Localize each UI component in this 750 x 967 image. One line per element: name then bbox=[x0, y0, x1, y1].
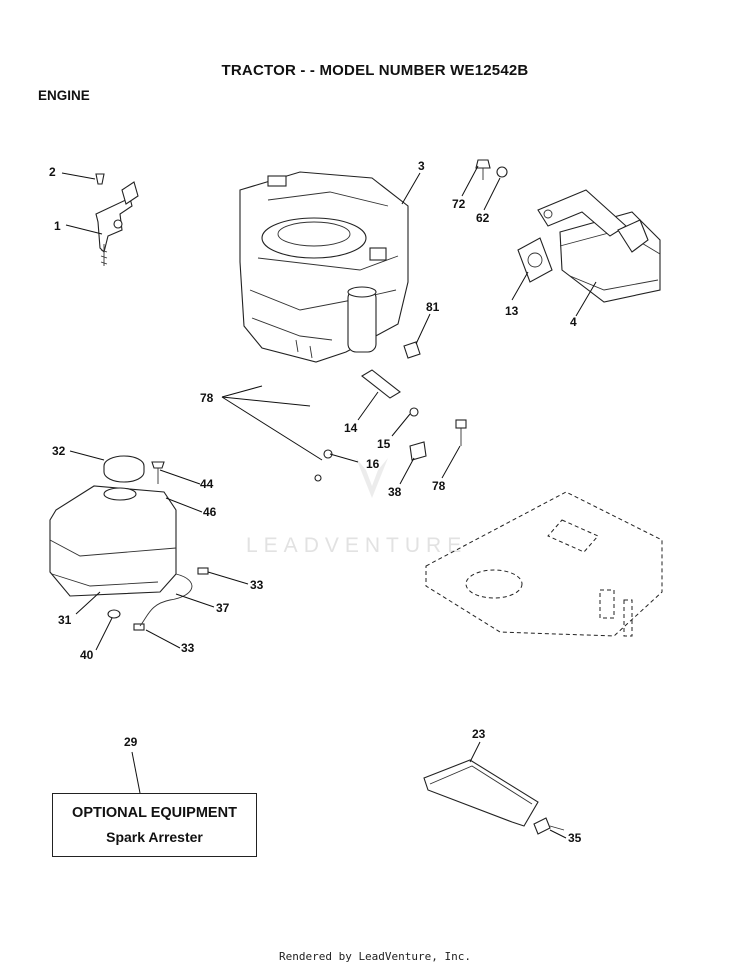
fuel-line bbox=[139, 573, 193, 627]
callout-46: 46 bbox=[203, 505, 217, 519]
fuel-line-clamp bbox=[133, 567, 209, 631]
muffler-bolt bbox=[475, 159, 491, 180]
callout-16: 16 bbox=[366, 457, 380, 471]
washer bbox=[409, 407, 419, 417]
callout-15: 15 bbox=[377, 437, 391, 451]
fuel-tank bbox=[49, 485, 177, 597]
callout-3: 3 bbox=[418, 159, 425, 173]
watermark-text: LEADVENTURE bbox=[246, 534, 467, 557]
callout-32: 32 bbox=[52, 444, 66, 458]
callout-78-b: 78 bbox=[432, 479, 446, 493]
watermark-logo bbox=[356, 458, 388, 498]
callout-1: 1 bbox=[54, 219, 61, 233]
optional-equipment-item: Spark Arrester bbox=[106, 829, 203, 845]
callout-35: 35 bbox=[568, 831, 582, 845]
engine-mount-washer bbox=[314, 449, 333, 482]
callout-78-a: 78 bbox=[200, 391, 214, 405]
footer-credit: Rendered by LeadVenture, Inc. bbox=[278, 950, 472, 963]
callout-62: 62 bbox=[476, 211, 490, 225]
callout-4: 4 bbox=[570, 315, 577, 329]
optional-equipment-box: OPTIONAL EQUIPMENT Spark Arrester bbox=[52, 793, 257, 857]
muffler-nut bbox=[496, 166, 508, 178]
engine-mount-bolt bbox=[455, 419, 467, 446]
callout-38: 38 bbox=[388, 485, 402, 499]
callout-33-b: 33 bbox=[181, 641, 195, 655]
section-heading: ENGINE bbox=[38, 88, 90, 103]
callout-81: 81 bbox=[426, 300, 440, 314]
callout-2: 2 bbox=[49, 165, 56, 179]
callout-44: 44 bbox=[200, 477, 214, 491]
fuel-cap bbox=[103, 455, 145, 483]
callout-23: 23 bbox=[472, 727, 486, 741]
callout-14: 14 bbox=[344, 421, 358, 435]
callout-29: 29 bbox=[124, 735, 138, 749]
locknut bbox=[409, 441, 427, 461]
diagram-title: TRACTOR - - MODEL NUMBER WE12542B bbox=[221, 62, 529, 79]
callout-13: 13 bbox=[505, 304, 519, 318]
spacer bbox=[361, 369, 401, 399]
leader-lines bbox=[61, 165, 597, 839]
muffler bbox=[537, 189, 661, 303]
callout-33-a: 33 bbox=[250, 578, 264, 592]
engine-nut bbox=[403, 341, 421, 359]
tractor-frame bbox=[425, 491, 663, 637]
fuel-tank-screw bbox=[151, 461, 165, 484]
optional-equipment-title: OPTIONAL EQUIPMENT bbox=[72, 805, 237, 821]
throttle-control-bracket bbox=[95, 173, 139, 266]
heat-shield-screw bbox=[533, 817, 565, 835]
callout-40: 40 bbox=[80, 648, 94, 662]
heat-shield bbox=[423, 759, 539, 827]
callout-72: 72 bbox=[452, 197, 466, 211]
callout-31: 31 bbox=[58, 613, 72, 627]
fuel-tank-grommet bbox=[107, 609, 121, 619]
engine bbox=[239, 171, 409, 363]
callout-37: 37 bbox=[216, 601, 230, 615]
muffler-gasket bbox=[517, 237, 553, 283]
